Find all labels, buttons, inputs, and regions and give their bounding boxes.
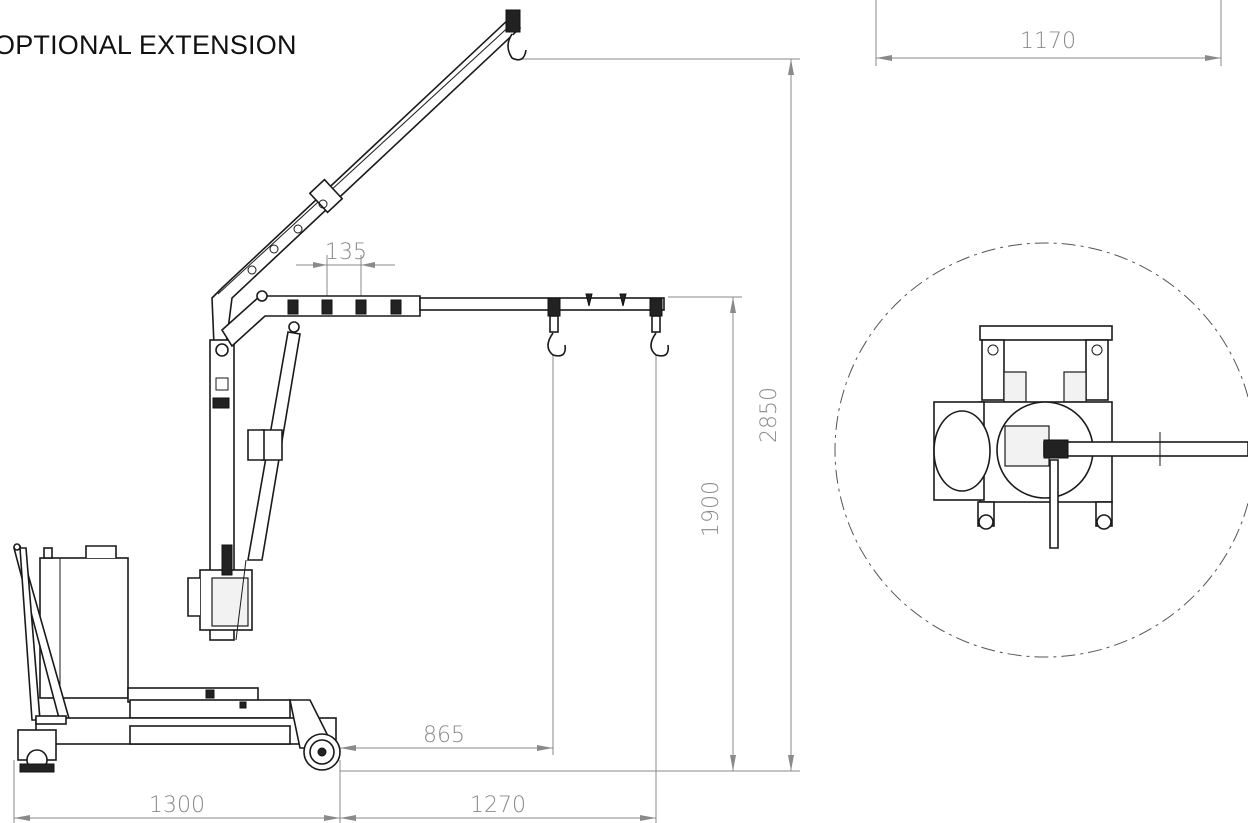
crane-side-view bbox=[13, 9, 670, 773]
hook-rear bbox=[649, 297, 670, 357]
dimension-base-length: 1300 bbox=[13, 760, 341, 823]
dim-label-1900: 1900 bbox=[699, 481, 724, 537]
wheels bbox=[17, 729, 341, 773]
dimension-boom-height: 1900 bbox=[668, 296, 742, 771]
chassis bbox=[35, 687, 337, 749]
dimension-reach-front: 865 bbox=[340, 345, 554, 755]
hook-front bbox=[547, 297, 567, 357]
battery-box bbox=[39, 545, 129, 699]
dim-label-1300: 1300 bbox=[149, 793, 205, 818]
dimension-reach-max: 1270 bbox=[340, 345, 657, 823]
hydraulic-cylinder bbox=[235, 331, 301, 641]
crane-top-view bbox=[834, 242, 1248, 658]
hook-lugs bbox=[287, 299, 402, 315]
dim-label-2850: 2850 bbox=[757, 387, 782, 443]
dim-label-865: 865 bbox=[423, 723, 465, 748]
drawing-title: OPTIONAL EXTENSION bbox=[0, 30, 297, 60]
dimension-max-height: 2850 bbox=[340, 58, 800, 772]
mast bbox=[187, 339, 253, 641]
dim-label-1170: 1170 bbox=[1020, 29, 1076, 54]
dimension-hook-spacing: 135 bbox=[296, 240, 395, 300]
dim-label-135: 135 bbox=[325, 240, 367, 265]
dimension-top-width: 1170 bbox=[875, 0, 1222, 66]
dim-label-1270: 1270 bbox=[470, 793, 526, 818]
main-boom bbox=[220, 290, 670, 357]
